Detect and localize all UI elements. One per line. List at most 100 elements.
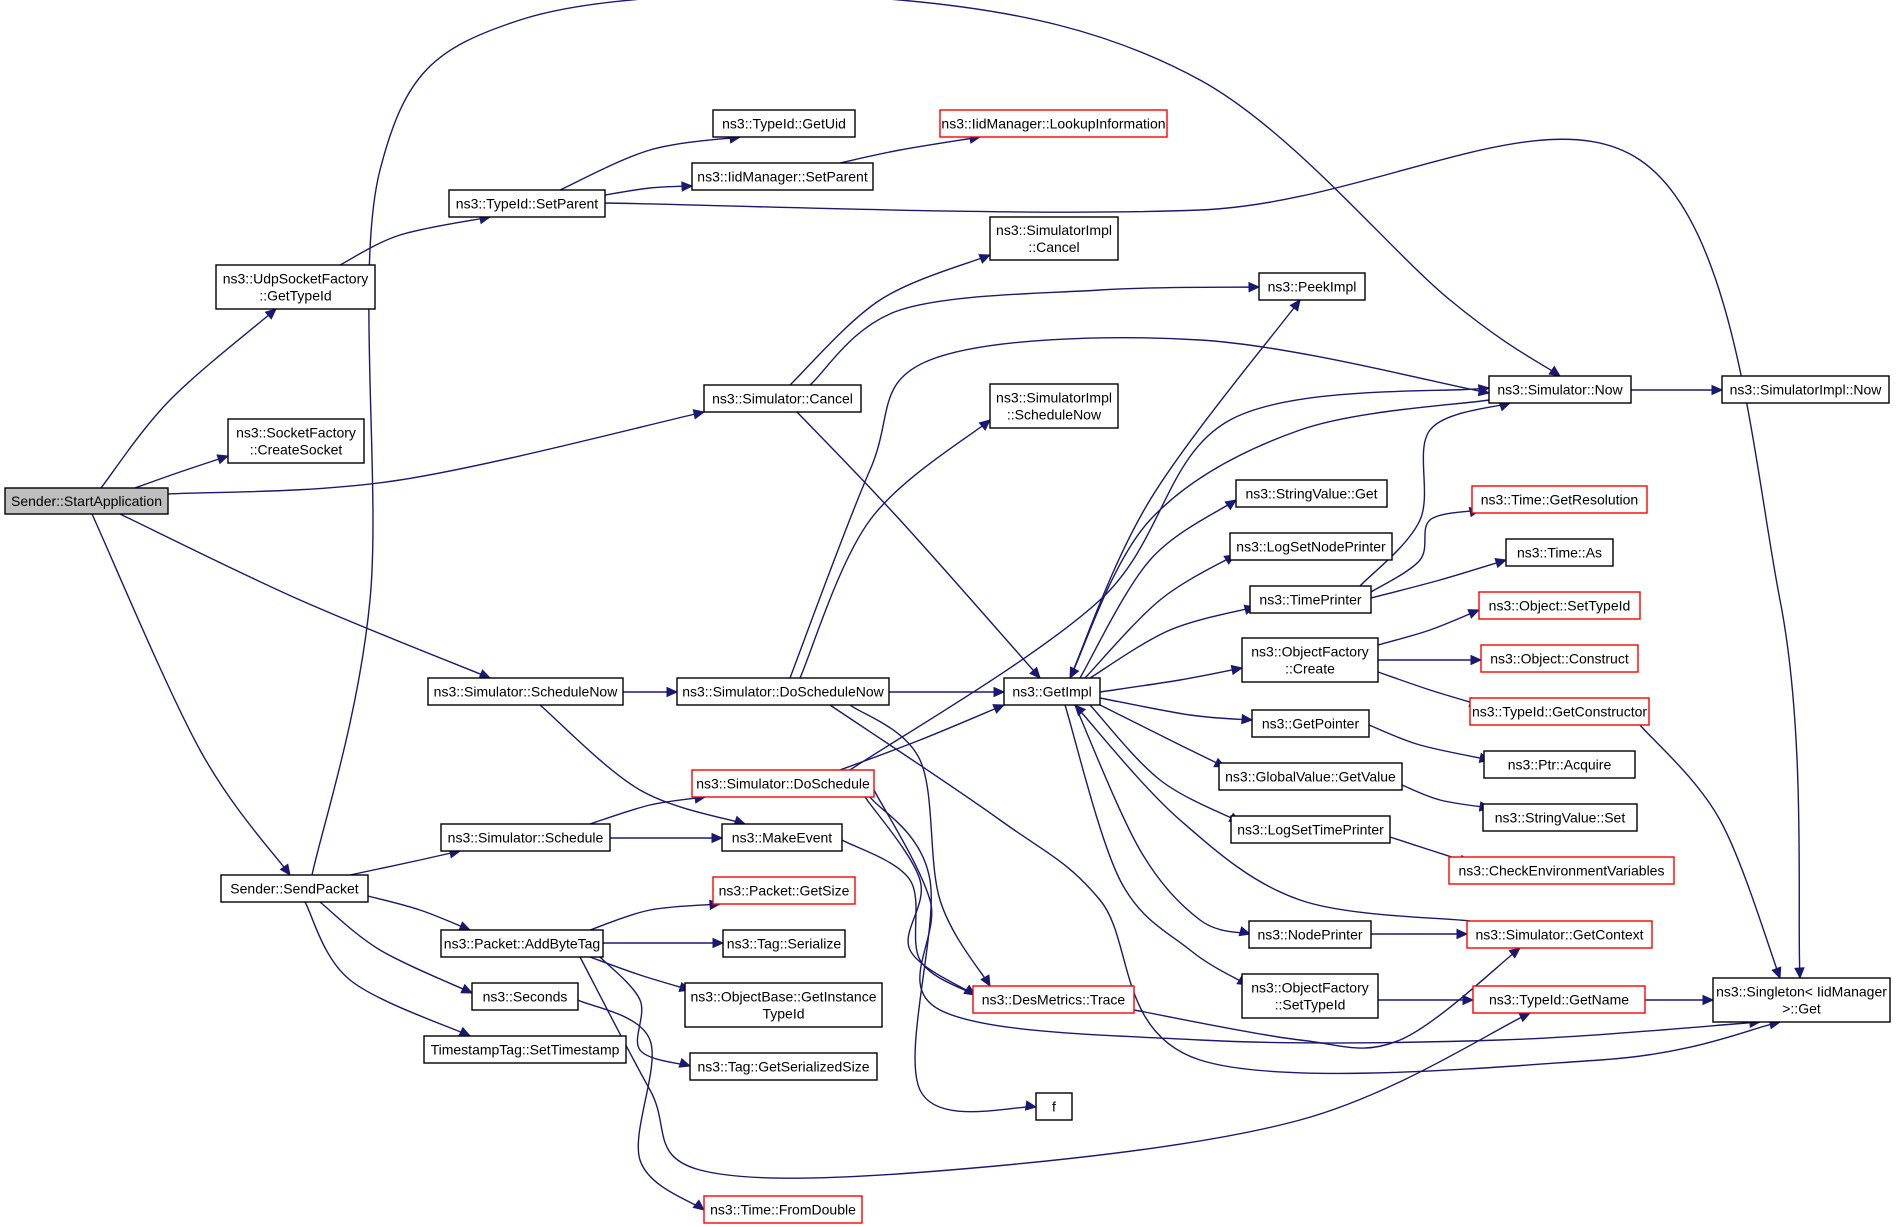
arrowhead	[1238, 926, 1252, 937]
node-timeprinter[interactable]: ns3::TimePrinter	[1249, 585, 1372, 614]
node-getname[interactable]: ns3::TypeId::GetName	[1472, 985, 1646, 1014]
node-label: ns3::Simulator::DoScheduleNow	[682, 684, 884, 700]
node-checkenv[interactable]: ns3::CheckEnvironmentVariables	[1448, 856, 1675, 885]
node-simsched[interactable]: ns3::Simulator::Schedule	[440, 823, 611, 852]
node-schednow[interactable]: ns3::Simulator::ScheduleNow	[427, 677, 624, 706]
edge-doschednow-to-simnow	[789, 337, 1491, 679]
node-box	[215, 264, 376, 310]
node-start[interactable]: Sender::StartApplication	[4, 487, 169, 515]
node-peekimpl[interactable]: ns3::PeekImpl	[1258, 272, 1366, 301]
node-box	[1466, 920, 1653, 949]
node-getctor[interactable]: ns3::TypeId::GetConstructor	[1469, 697, 1650, 726]
edge-timeprinter-to-timeas	[1370, 558, 1508, 599]
arrowhead	[1702, 994, 1715, 1006]
node-box	[1480, 644, 1639, 673]
node-gvgetvalue[interactable]: ns3::GlobalValue::GetValue	[1218, 762, 1403, 791]
node-ffunc[interactable]: f	[1035, 1092, 1073, 1121]
node-box	[1471, 485, 1648, 514]
node-label: ns3::Tag::Serialize	[727, 936, 842, 952]
node-getcontext[interactable]: ns3::Simulator::GetContext	[1466, 920, 1653, 949]
edge-line	[119, 513, 491, 679]
node-singleton[interactable]: ns3::Singleton< IidManager>::Get	[1712, 977, 1891, 1023]
node-makeevent[interactable]: ns3::MakeEvent	[721, 823, 843, 852]
node-label: ns3::IidManager::SetParent	[697, 169, 868, 185]
edge-sendpkt-to-simsched	[349, 848, 462, 876]
edge-line	[167, 411, 705, 495]
node-simnow[interactable]: ns3::Simulator::Now	[1488, 375, 1632, 404]
node-trace[interactable]: ns3::DesMetrics::Trace	[972, 985, 1135, 1014]
node-sockfac[interactable]: ns3::SocketFactory::CreateSocket	[227, 418, 365, 464]
node-ptracq[interactable]: ns3::Ptr::Acquire	[1483, 750, 1636, 779]
node-timeas[interactable]: ns3::Time::As	[1505, 538, 1614, 567]
edge-line	[839, 704, 1005, 771]
node-udpfac[interactable]: ns3::UdpSocketFactory::GetTypeId	[215, 264, 376, 310]
node-box	[427, 677, 624, 706]
arrowhead	[692, 1199, 705, 1211]
node-implcancel[interactable]: ns3::SimulatorImpl::Cancel	[989, 216, 1119, 261]
edge-nodeprinter-to-getcontext	[1370, 928, 1469, 940]
node-label: ns3::GetImpl	[1012, 684, 1091, 700]
node-strset[interactable]: ns3::StringValue::Set	[1482, 803, 1638, 832]
arrowhead	[1494, 558, 1508, 569]
node-label: ns3::ObjectBase::GetInstance	[691, 989, 877, 1005]
edge-line	[1089, 704, 1241, 823]
arrowhead	[978, 254, 992, 264]
node-objfsettype[interactable]: ns3::ObjectFactory::SetTypeId	[1241, 973, 1379, 1019]
node-label: ns3::SimulatorImpl	[996, 222, 1112, 238]
edge-line	[796, 411, 1041, 679]
node-getimpl[interactable]: ns3::GetImpl	[1003, 677, 1101, 706]
node-box	[721, 823, 843, 852]
arrowhead	[1771, 966, 1782, 980]
node-objfcreate[interactable]: ns3::ObjectFactory::Create	[1241, 637, 1379, 683]
node-dosched[interactable]: ns3::Simulator::DoSchedule	[691, 769, 875, 798]
arrowhead	[1224, 499, 1237, 511]
node-label: ns3::TypeId::SetParent	[456, 196, 599, 212]
node-label: TypeId	[762, 1006, 804, 1022]
node-nodeprinter[interactable]: ns3::NodePrinter	[1248, 920, 1372, 949]
node-sendpkt[interactable]: Sender::SendPacket	[220, 874, 369, 903]
node-implschednow[interactable]: ns3::SimulatorImpl::ScheduleNow	[989, 383, 1119, 429]
node-label: ns3::NodePrinter	[1257, 927, 1362, 943]
node-box	[989, 216, 1119, 261]
node-label: ns3::Tag::GetSerializedSize	[698, 1059, 870, 1075]
edge-getimpl-to-objfcreate	[1099, 664, 1244, 693]
arrowhead	[1462, 994, 1475, 1006]
edge-simnow-to-implnow	[1631, 384, 1724, 396]
node-pktsize[interactable]: ns3::Packet::GetSize	[712, 876, 856, 905]
node-box	[448, 189, 606, 218]
arrowhead	[1029, 666, 1041, 679]
arrowhead	[692, 409, 706, 420]
edge-sendpkt-to-simnow	[311, 0, 1562, 876]
node-fromdouble[interactable]: ns3::Time::FromDouble	[703, 1195, 863, 1224]
node-addbytetag[interactable]: ns3::Packet::AddByteTag	[440, 929, 604, 958]
node-getuid[interactable]: ns3::TypeId::GetUid	[712, 109, 856, 138]
edge-getctor-to-singleton	[1639, 724, 1782, 980]
node-tagser[interactable]: ns3::Tag::Serialize	[722, 929, 846, 958]
node-getres[interactable]: ns3::Time::GetResolution	[1471, 485, 1648, 514]
edge-line	[367, 895, 471, 931]
node-setparent[interactable]: ns3::TypeId::SetParent	[448, 189, 606, 218]
edge-line	[829, 704, 1781, 1075]
node-lookup[interactable]: ns3::IidManager::LookupInformation	[939, 109, 1168, 138]
edge-line	[1079, 499, 1237, 679]
edge-line	[559, 136, 741, 191]
arrowhead	[1074, 704, 1087, 717]
node-lognodep[interactable]: ns3::LogSetNodePrinter	[1229, 532, 1393, 561]
node-getpointer[interactable]: ns3::GetPointer	[1251, 709, 1370, 738]
node-iidsetparent[interactable]: ns3::IidManager::SetParent	[691, 162, 874, 191]
node-logtimep[interactable]: ns3::LogSetTimePrinter	[1230, 815, 1391, 844]
edge-objfcreate-to-objconstruct	[1378, 654, 1483, 666]
node-tstamp[interactable]: TimestampTag::SetTimestamp	[423, 1035, 627, 1064]
node-seconds[interactable]: ns3::Seconds	[471, 982, 579, 1011]
node-objconstruct[interactable]: ns3::Object::Construct	[1480, 644, 1639, 673]
edge-schednow-to-doschednow	[623, 686, 679, 698]
node-objsettype[interactable]: ns3::Object::SetTypeId	[1478, 591, 1641, 620]
node-doschednow[interactable]: ns3::Simulator::DoScheduleNow	[676, 677, 890, 706]
node-label: ns3::Object::Construct	[1490, 651, 1629, 667]
node-label: ns3::CheckEnvironmentVariables	[1459, 863, 1665, 879]
node-implnow[interactable]: ns3::SimulatorImpl::Now	[1721, 375, 1890, 404]
node-simcancel[interactable]: ns3::Simulator::Cancel	[703, 384, 862, 413]
node-tagsize[interactable]: ns3::Tag::GetSerializedSize	[689, 1052, 878, 1081]
node-strget[interactable]: ns3::StringValue::Get	[1235, 479, 1388, 508]
